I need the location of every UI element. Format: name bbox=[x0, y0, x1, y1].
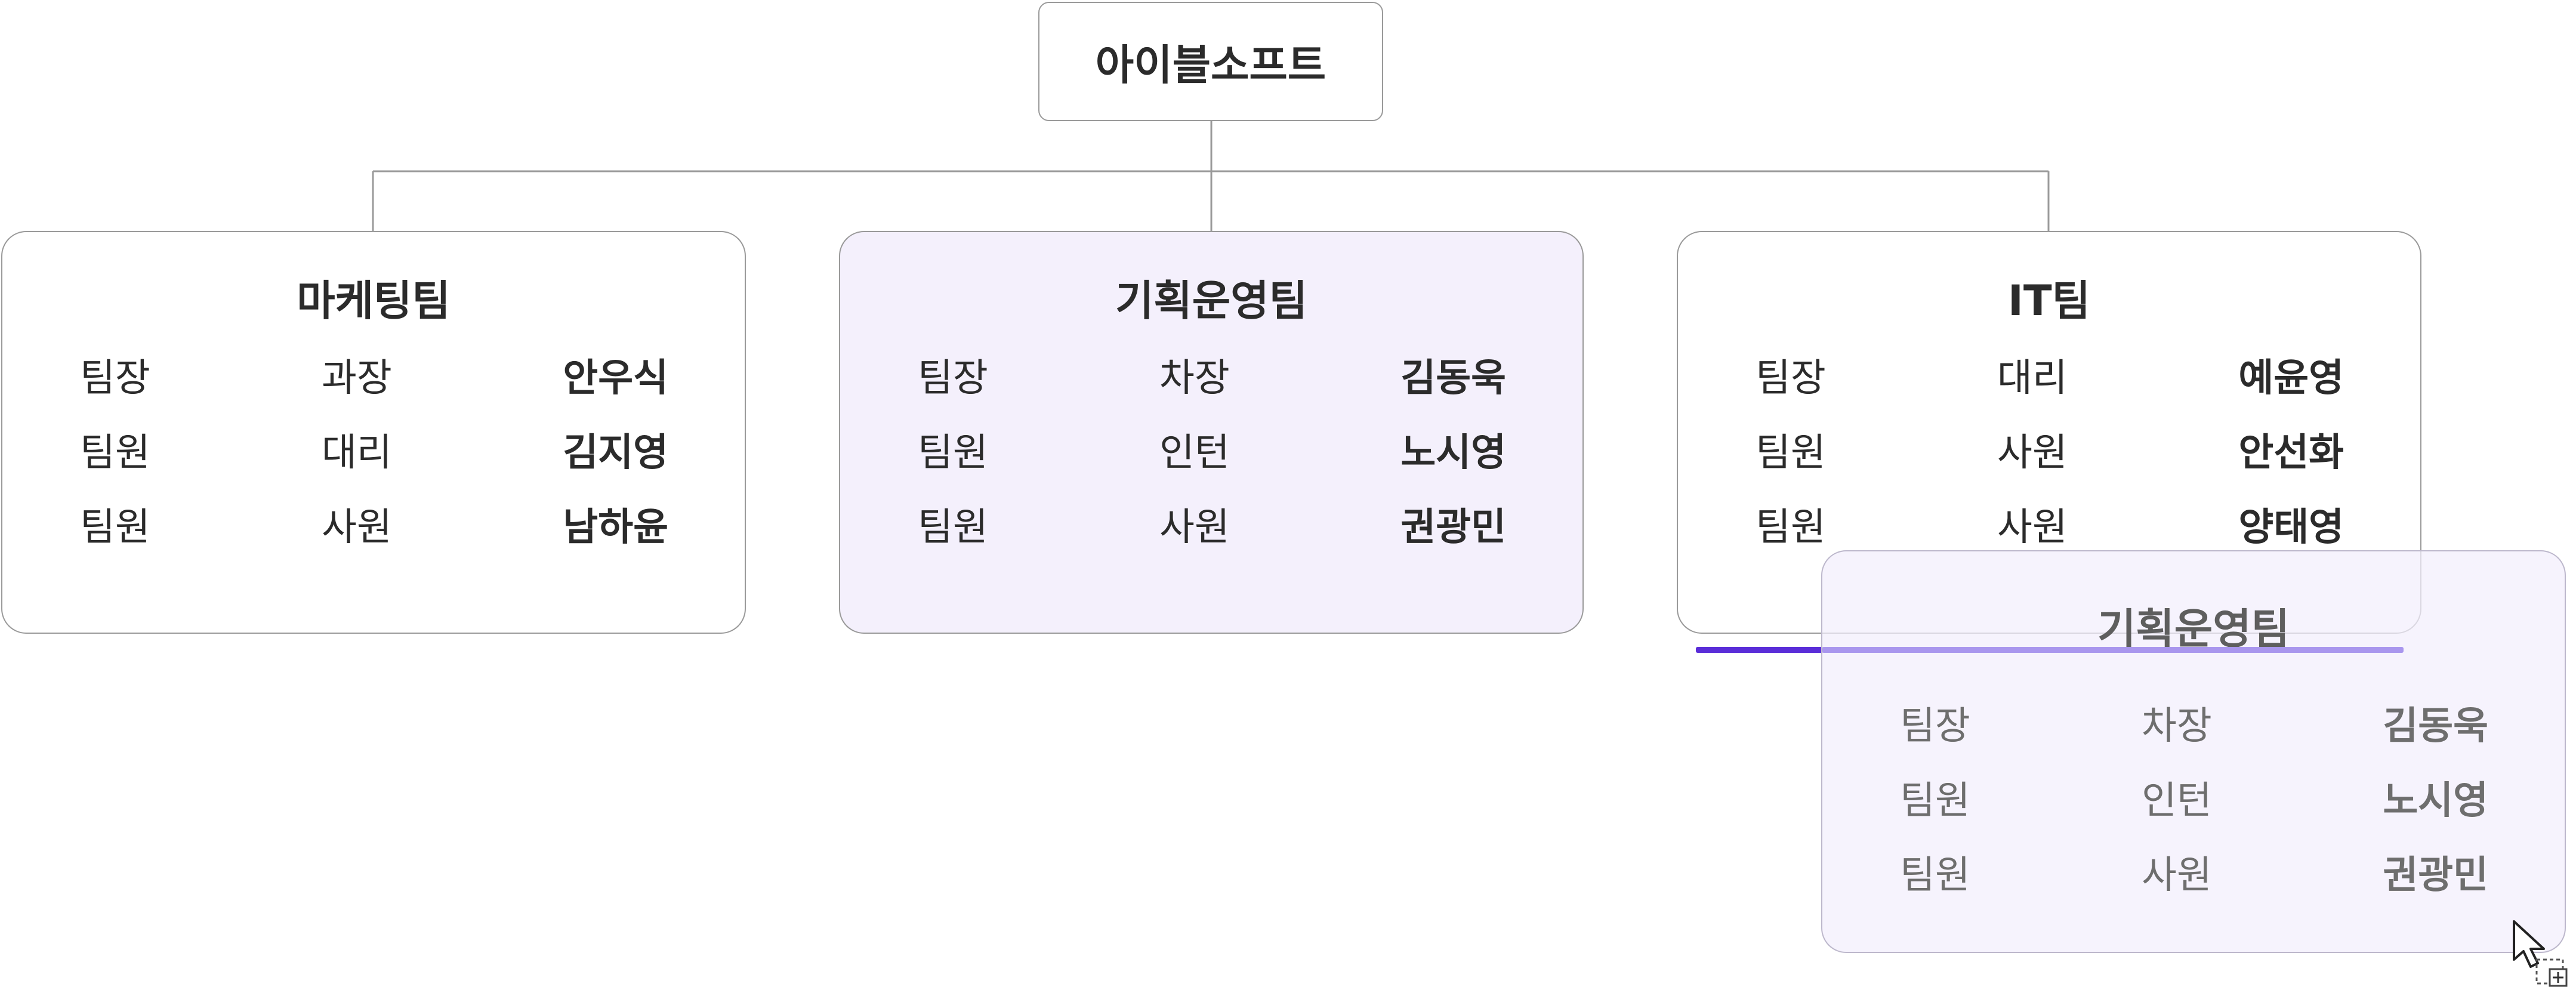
drag-ghost-card[interactable]: 기획운영팀 팀장 차장 김동욱 팀원 인턴 노시영 팀원 사원 권광민 bbox=[1821, 550, 2566, 953]
member-row: 팀장 대리 예윤영 bbox=[1678, 351, 2420, 405]
member-name: 예윤영 bbox=[2238, 356, 2344, 400]
drag-copy-cursor-icon bbox=[2513, 920, 2568, 987]
member-name: 노시영 bbox=[1400, 431, 1506, 475]
member-title: 사원 bbox=[322, 505, 392, 550]
member-title: 대리 bbox=[1997, 356, 2068, 400]
team-title: 기획운영팀 bbox=[1115, 276, 1307, 325]
member-name: 권광민 bbox=[2383, 853, 2488, 898]
member-row: 팀원 대리 김지영 bbox=[2, 426, 745, 480]
member-name: 김동욱 bbox=[2383, 704, 2488, 748]
member-name: 양태영 bbox=[2238, 505, 2344, 550]
member-title: 사원 bbox=[1159, 505, 1230, 550]
member-name: 김동욱 bbox=[1400, 356, 1506, 400]
member-title: 사원 bbox=[1997, 505, 2068, 550]
member-name: 김지영 bbox=[563, 431, 668, 475]
member-title: 차장 bbox=[1159, 356, 1230, 400]
member-role: 팀장 bbox=[80, 356, 150, 400]
member-row: 팀원 사원 권광민 bbox=[1822, 849, 2565, 902]
team-title: IT팀 bbox=[2007, 276, 2091, 325]
member-role: 팀원 bbox=[918, 505, 988, 550]
member-role: 팀장 bbox=[1900, 704, 1970, 748]
member-row: 팀원 인턴 노시영 bbox=[840, 426, 1582, 480]
member-row: 팀장 차장 김동욱 bbox=[840, 351, 1582, 405]
member-title: 대리 bbox=[322, 431, 392, 475]
member-role: 팀원 bbox=[80, 431, 150, 475]
member-row: 팀원 사원 안선화 bbox=[1678, 426, 2420, 480]
root-node[interactable]: 아이블소프트 bbox=[1038, 2, 1383, 121]
member-role: 팀원 bbox=[1900, 779, 1970, 823]
member-row: 팀원 인턴 노시영 bbox=[1822, 774, 2565, 828]
member-name: 안우식 bbox=[563, 356, 668, 400]
member-role: 팀원 bbox=[1900, 853, 1970, 898]
member-name: 남하윤 bbox=[563, 505, 668, 550]
member-row: 팀원 사원 남하윤 bbox=[2, 501, 745, 554]
member-title: 사원 bbox=[1997, 431, 2068, 475]
member-name: 노시영 bbox=[2383, 779, 2488, 823]
member-row: 팀원 사원 양태영 bbox=[1678, 501, 2420, 554]
member-role: 팀원 bbox=[80, 505, 150, 550]
root-node-label: 아이블소프트 bbox=[1095, 40, 1326, 90]
member-name: 안선화 bbox=[2238, 431, 2344, 475]
member-role: 팀장 bbox=[1756, 356, 1826, 400]
team-title: 마케팅팀 bbox=[297, 276, 451, 325]
team-card-planning[interactable]: 기획운영팀 팀장 차장 김동욱 팀원 인턴 노시영 팀원 사원 권광민 bbox=[839, 231, 1584, 634]
member-role: 팀원 bbox=[918, 431, 988, 475]
team-title: 기획운영팀 bbox=[2097, 605, 2290, 653]
member-title: 사원 bbox=[2142, 853, 2212, 898]
member-role: 팀원 bbox=[1756, 431, 1826, 475]
member-title: 과장 bbox=[322, 356, 392, 400]
member-row: 팀장 차장 김동욱 bbox=[1822, 699, 2565, 753]
member-name: 권광민 bbox=[1400, 505, 1506, 550]
team-card-it[interactable]: IT팀 팀장 대리 예윤영 팀원 사원 안선화 팀원 사원 양태영 bbox=[1677, 231, 2421, 634]
member-role: 팀원 bbox=[1756, 505, 1826, 550]
member-title: 차장 bbox=[2142, 704, 2212, 748]
drop-indicator-overlay bbox=[1822, 647, 2404, 653]
member-row: 팀장 과장 안우식 bbox=[2, 351, 745, 405]
member-row: 팀원 사원 권광민 bbox=[840, 501, 1582, 554]
team-card-marketing[interactable]: 마케팅팀 팀장 과장 안우식 팀원 대리 김지영 팀원 사원 남하윤 bbox=[1, 231, 746, 634]
member-title: 인턴 bbox=[1159, 431, 1230, 475]
member-title: 인턴 bbox=[2142, 779, 2212, 823]
member-role: 팀장 bbox=[918, 356, 988, 400]
